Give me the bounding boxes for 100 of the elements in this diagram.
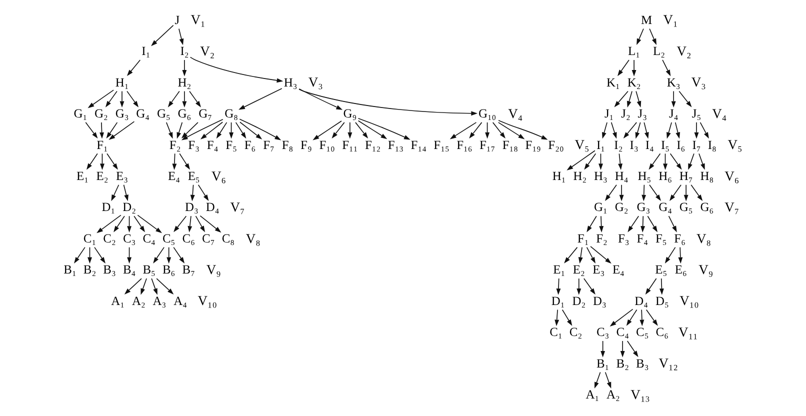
arrow [626, 309, 638, 326]
arrow [123, 184, 128, 202]
arrow [645, 278, 657, 295]
arrow [469, 122, 482, 139]
node-text: E₆ [674, 262, 687, 277]
node-text: I₃ [630, 138, 638, 152]
arrow [617, 60, 630, 76]
arrow [590, 246, 612, 264]
arrow [235, 122, 246, 139]
node-text: M [640, 12, 652, 27]
label: V₅ [728, 137, 742, 152]
arrow [564, 246, 578, 264]
arrow [348, 122, 352, 139]
arrow [100, 122, 104, 139]
arrow [174, 216, 187, 232]
arrow [636, 90, 642, 108]
node-text: L₁ [628, 44, 640, 58]
node-text: H₅ [638, 169, 652, 184]
arrow [188, 216, 192, 232]
label: V₁₂ [658, 356, 678, 371]
node-text: C₆ [656, 325, 668, 340]
node-text: C₂ [569, 325, 582, 340]
label: V₃ [308, 74, 323, 90]
arrow [649, 28, 657, 46]
label: V₂ [676, 43, 692, 58]
arrow [659, 278, 664, 295]
arrow [126, 60, 141, 76]
node-text: F₂₀ [548, 138, 564, 152]
node-text: I₇ [692, 138, 701, 152]
node-text: F₁₃ [388, 138, 404, 152]
arrow [190, 184, 195, 202]
arrow [114, 216, 125, 232]
node-text: E₅ [655, 262, 668, 277]
arrow [332, 122, 345, 139]
node-text: C₃ [596, 325, 610, 340]
arrow [618, 153, 622, 170]
node-text: F₇ [263, 138, 274, 152]
arrow [632, 60, 636, 76]
arrow [671, 90, 676, 108]
arrow [623, 122, 637, 138]
node-text: K₁ [606, 75, 620, 90]
arrow [238, 88, 282, 110]
node-text: A₂ [606, 388, 620, 402]
arrow [628, 216, 640, 232]
node-text: B₄ [122, 262, 136, 277]
arrow [86, 153, 98, 170]
arrow [229, 122, 234, 139]
node-text: G₃ [636, 200, 650, 214]
node-text: G₂ [94, 106, 108, 121]
arrow [85, 122, 98, 139]
node-text: F₈ [282, 138, 294, 152]
node-text: B₆ [162, 262, 176, 277]
node-text: J₅ [692, 106, 702, 121]
arrow [100, 153, 104, 170]
node-text: A₃ [152, 294, 166, 308]
arrow [153, 246, 164, 264]
node-text: J₄ [668, 106, 678, 121]
arrow [168, 90, 180, 108]
node-text: G₁ [74, 106, 88, 121]
node-text: F₁₉ [525, 138, 541, 152]
arrow [216, 122, 228, 139]
node-text: G₄ [136, 106, 150, 121]
arrow [614, 90, 628, 108]
arrow [586, 216, 597, 232]
arrow [644, 122, 649, 139]
node-text: I₆ [676, 138, 686, 152]
node-text: F₁₈ [502, 138, 518, 152]
arrow [670, 153, 682, 170]
node-text: F₆ [244, 138, 256, 152]
arrow [298, 88, 478, 116]
node-text: I₂ [614, 138, 623, 152]
node-text: E₃ [592, 262, 605, 277]
label: V₂ [200, 43, 215, 58]
node-text: F₁ [577, 231, 589, 246]
node-text: H₁ [552, 169, 566, 184]
node-text: I₅ [661, 138, 670, 152]
node-text: F₁₇ [479, 138, 496, 152]
arrow [698, 153, 705, 170]
node-text: H₄ [614, 169, 628, 184]
arrow [108, 121, 135, 140]
node-text: E₁ [553, 262, 566, 277]
node-text: G₁ [594, 200, 608, 214]
arrow [605, 184, 617, 201]
node-text: F₃ [618, 231, 630, 246]
node-text: F₁ [96, 138, 108, 152]
node-text: G₇ [198, 106, 212, 121]
node-text: C₇ [202, 231, 215, 246]
node-text: H₂ [178, 75, 192, 90]
arrow [498, 120, 548, 140]
label: V₄ [712, 106, 727, 121]
arrow [74, 246, 86, 264]
node-text: B₃ [103, 262, 116, 277]
node-text: B₇ [182, 262, 195, 277]
arrow [166, 246, 172, 264]
arrow [554, 309, 560, 326]
arrow [498, 122, 525, 140]
node-text: I₂ [180, 44, 189, 58]
arrow [635, 122, 641, 139]
arrow [610, 308, 634, 327]
node-text: G₃ [115, 106, 129, 121]
